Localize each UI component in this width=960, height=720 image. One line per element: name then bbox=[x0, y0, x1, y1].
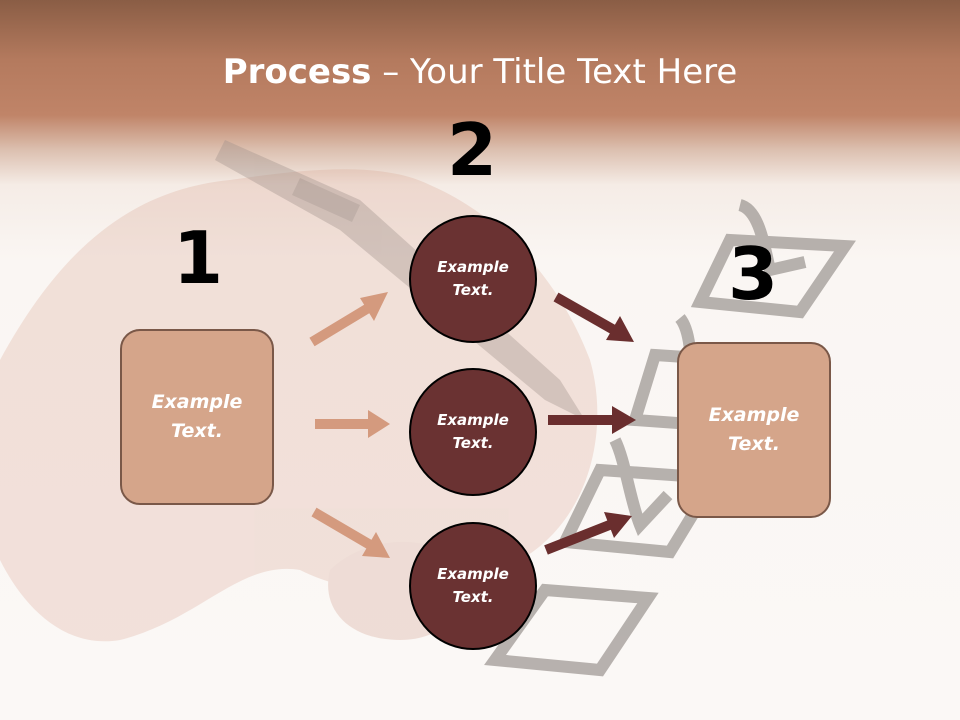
arrow-left-to-bottom bbox=[311, 507, 375, 551]
pen-shape bbox=[215, 140, 585, 420]
top-circle-text: Example Text. bbox=[437, 258, 509, 299]
top-circle[interactable]: Example Text. bbox=[409, 215, 537, 343]
step-number-1: 1 bbox=[172, 216, 224, 300]
left-arrows bbox=[309, 292, 390, 558]
right-example-box[interactable]: Example Text. bbox=[677, 342, 831, 518]
arrow-middle-to-right-head bbox=[612, 406, 636, 434]
middle-circle-text: Example Text. bbox=[437, 411, 509, 452]
arrow-left-to-top-head bbox=[360, 292, 388, 321]
step-number-3: 3 bbox=[727, 232, 779, 316]
arrow-top-to-right bbox=[553, 292, 617, 335]
arrow-left-to-top bbox=[309, 302, 373, 347]
bottom-circle[interactable]: Example Text. bbox=[409, 522, 537, 650]
left-example-box[interactable]: Example Text. bbox=[120, 329, 274, 505]
arrow-top-to-right-head bbox=[606, 316, 634, 342]
arrow-left-to-bottom-head bbox=[362, 532, 390, 558]
right-arrows bbox=[544, 292, 636, 555]
bottom-circle-text: Example Text. bbox=[437, 565, 509, 606]
middle-circle[interactable]: Example Text. bbox=[409, 368, 537, 496]
arrow-left-to-middle-head bbox=[368, 410, 390, 438]
left-box-text: Example Text. bbox=[151, 391, 243, 442]
right-box-text: Example Text. bbox=[708, 404, 800, 455]
arrow-bottom-to-right-head bbox=[604, 512, 632, 538]
title-rest-part: – Your Title Text Here bbox=[371, 52, 738, 92]
step-number-2: 2 bbox=[446, 108, 498, 192]
title-bold-part: Process bbox=[222, 52, 372, 92]
arrow-bottom-to-right bbox=[544, 519, 614, 555]
slide-title: Process – Your Title Text Here bbox=[0, 52, 960, 92]
